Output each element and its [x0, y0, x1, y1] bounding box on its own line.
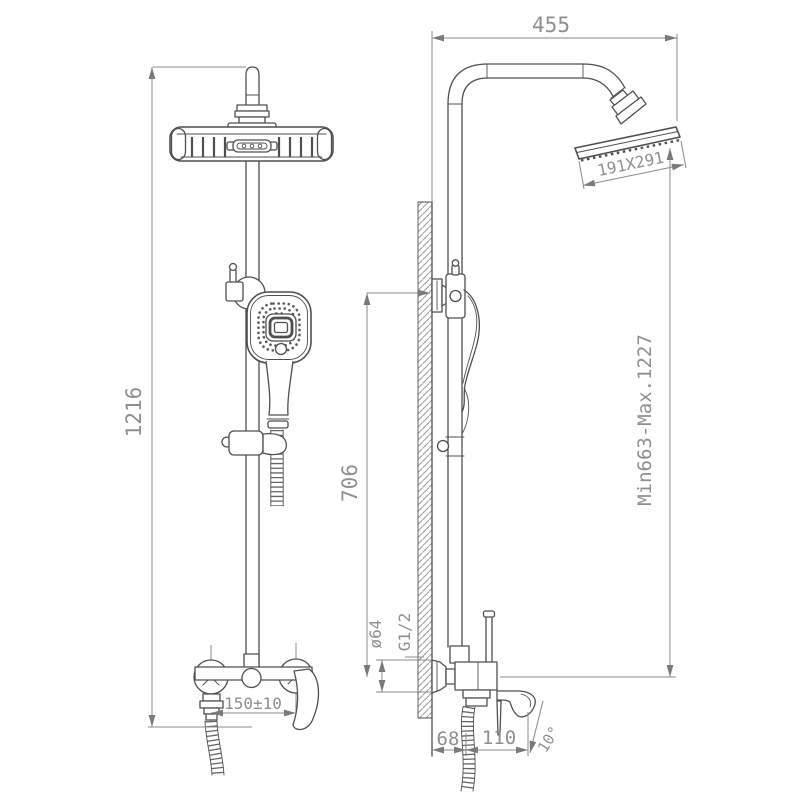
- hand-shower-front: [246, 291, 312, 429]
- slider-clamp-front: [221, 430, 287, 456]
- mixer-lever-front: [292, 668, 320, 731]
- slide-bar-diverter: [225, 262, 266, 310]
- head-ribs: [190, 137, 314, 157]
- dim-150-label: 150±10: [224, 694, 282, 713]
- dim-dia64-label: ø64: [366, 620, 385, 649]
- dim-g12: G1/2: [395, 613, 424, 658]
- dim-110-label: 110: [482, 727, 516, 749]
- dim-706-label: 706: [338, 464, 362, 502]
- overhead-shower-front: [169, 126, 334, 162]
- dim-g12-label: G1/2: [395, 613, 414, 652]
- side-view: 191X291 455: [338, 13, 687, 793]
- riser-and-arm-side: [447, 63, 647, 648]
- wall-bracket-side: [431, 259, 466, 319]
- slider-clamp-side: [436, 436, 465, 457]
- dim-455-label: 455: [532, 13, 570, 37]
- dim-10deg-label: 10°: [534, 723, 564, 756]
- head-connector-front: [227, 104, 277, 130]
- dim-min-max-label: Min663-Max.1227: [634, 334, 656, 506]
- arm-nut-side: [609, 89, 647, 125]
- mixer-side: [431, 610, 536, 793]
- dim-dia64: ø64: [366, 620, 432, 693]
- dim-min-max: Min663-Max.1227: [500, 148, 676, 678]
- dim-150: 150±10: [211, 694, 296, 717]
- front-view: 1216 150±10: [122, 66, 334, 776]
- wall-section: [417, 201, 433, 757]
- dim-1216-label: 1216: [122, 387, 146, 438]
- dim-10deg: 10°: [529, 700, 564, 756]
- dim-1216: 1216: [122, 66, 252, 728]
- overhead-shower-side: [574, 126, 681, 162]
- mixer-hose-side: [460, 705, 476, 793]
- hand-shower-side: [461, 289, 480, 435]
- dim-706: 706: [338, 289, 430, 677]
- dim-68-label: 68: [437, 728, 460, 750]
- mixer-outlet-stack: [199, 693, 224, 721]
- riser-pipe-front: [245, 66, 260, 668]
- hand-shower-handle: [265, 360, 294, 416]
- mixer-front: [193, 643, 320, 776]
- dim-455: 455: [431, 13, 678, 202]
- spout-side: [496, 690, 536, 718]
- dim-68-110: 68 110: [432, 712, 529, 756]
- mixer-hose-front: [204, 720, 225, 776]
